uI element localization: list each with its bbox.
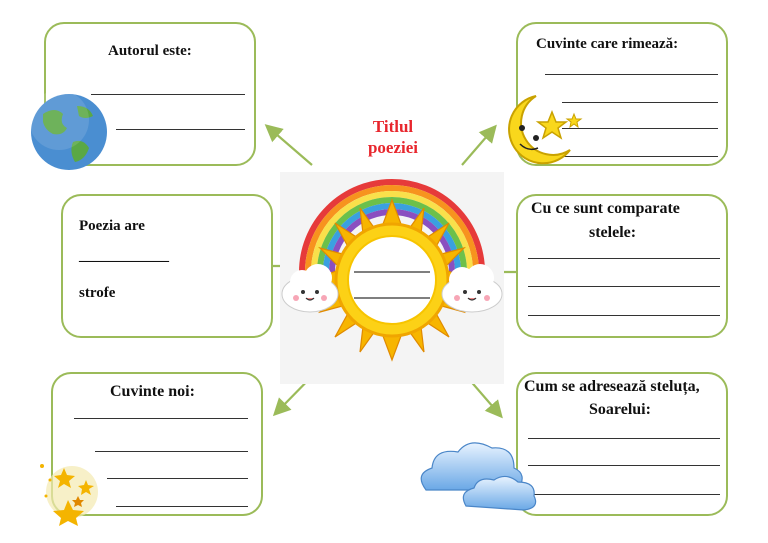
rhymes-answer-line-1[interactable] xyxy=(545,74,718,75)
sun-icon xyxy=(310,198,474,362)
new-words-answer-line-1[interactable] xyxy=(74,418,248,419)
globe-icon xyxy=(29,90,107,170)
cloud-icon xyxy=(420,442,537,511)
address-card: Cum se adresează steluța, Soarelui: xyxy=(516,372,728,516)
compared-answer-line-2[interactable] xyxy=(528,286,720,287)
author-label: Autorul este: xyxy=(108,43,192,59)
compared-answer-line-3[interactable] xyxy=(528,315,720,316)
new-words-answer-line-4[interactable] xyxy=(116,506,248,507)
moon-icon xyxy=(508,95,583,165)
address-answer-line-2[interactable] xyxy=(528,465,720,466)
poem-title-line-1: Titlul xyxy=(372,117,414,136)
new-words-label: Cuvinte noi: xyxy=(110,383,195,400)
rhymes-label: Cuvinte care rimează: xyxy=(536,36,679,52)
author-answer-line-2[interactable] xyxy=(116,129,245,130)
compared-card: Cu ce sunt comparate stelele: xyxy=(516,194,728,338)
new-words-answer-line-3[interactable] xyxy=(107,478,248,479)
rhymes-answer-line-3[interactable] xyxy=(562,128,718,129)
author-answer-line-1[interactable] xyxy=(91,94,245,95)
rhymes-card: Cuvinte care rimează: xyxy=(516,22,728,166)
cloud-right-icon xyxy=(441,264,503,313)
poem-title-line-2: poeziei xyxy=(367,138,419,157)
arrow-to-rhymes xyxy=(461,124,497,166)
arrow-to-author xyxy=(264,124,313,166)
compared-label-line-1: Cu ce sunt comparate xyxy=(531,200,680,217)
compared-answer-line-1[interactable] xyxy=(528,258,720,259)
rhymes-answer-line-4[interactable] xyxy=(562,156,718,157)
address-answer-line-1[interactable] xyxy=(528,438,720,439)
stars-icon xyxy=(40,464,98,526)
rhymes-answer-line-2[interactable] xyxy=(562,102,718,103)
stanzas-label-bottom: strofe xyxy=(79,285,116,301)
stanzas-blank[interactable]: ____________ xyxy=(79,248,169,264)
cloud-left-icon xyxy=(281,264,339,313)
sun-rainbow-illustration xyxy=(280,172,504,384)
address-answer-line-3[interactable] xyxy=(528,494,720,495)
address-label-line-2: Soarelui: xyxy=(589,401,651,418)
new-words-answer-line-2[interactable] xyxy=(95,451,248,452)
address-label-line-1: Cum se adresează steluța, xyxy=(524,378,700,395)
stanzas-card: Poezia are ____________ strofe xyxy=(61,194,273,338)
stanzas-label-top: Poezia are xyxy=(79,218,145,234)
compared-label-line-2: stelele: xyxy=(589,224,637,241)
poem-title-heading: Titlul poeziei xyxy=(343,116,443,158)
